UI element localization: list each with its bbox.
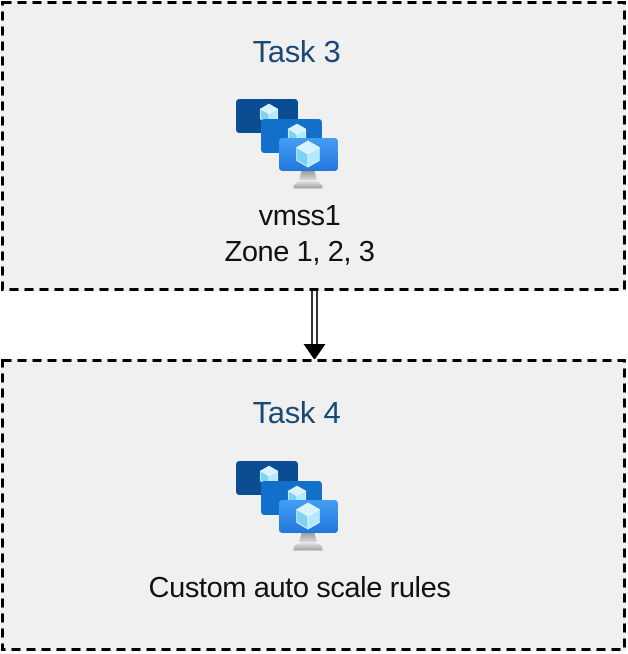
autoscale-label: Custom auto scale rules [148, 572, 451, 604]
vmss-icon [236, 461, 339, 551]
task4-box: Task 4 Custom auto scale rules [1, 359, 626, 651]
task3-title: Task 3 [252, 34, 341, 69]
zones-label: Zone 1, 2, 3 [224, 236, 375, 268]
vmss-name-label: vmss1 [258, 200, 341, 232]
task3-box: Task 3 vmss1 Zone 1, 2, 3 [1, 1, 626, 291]
task4-title: Task 4 [252, 395, 341, 430]
down-arrow-icon [303, 291, 326, 360]
vmss-icon [236, 99, 339, 189]
